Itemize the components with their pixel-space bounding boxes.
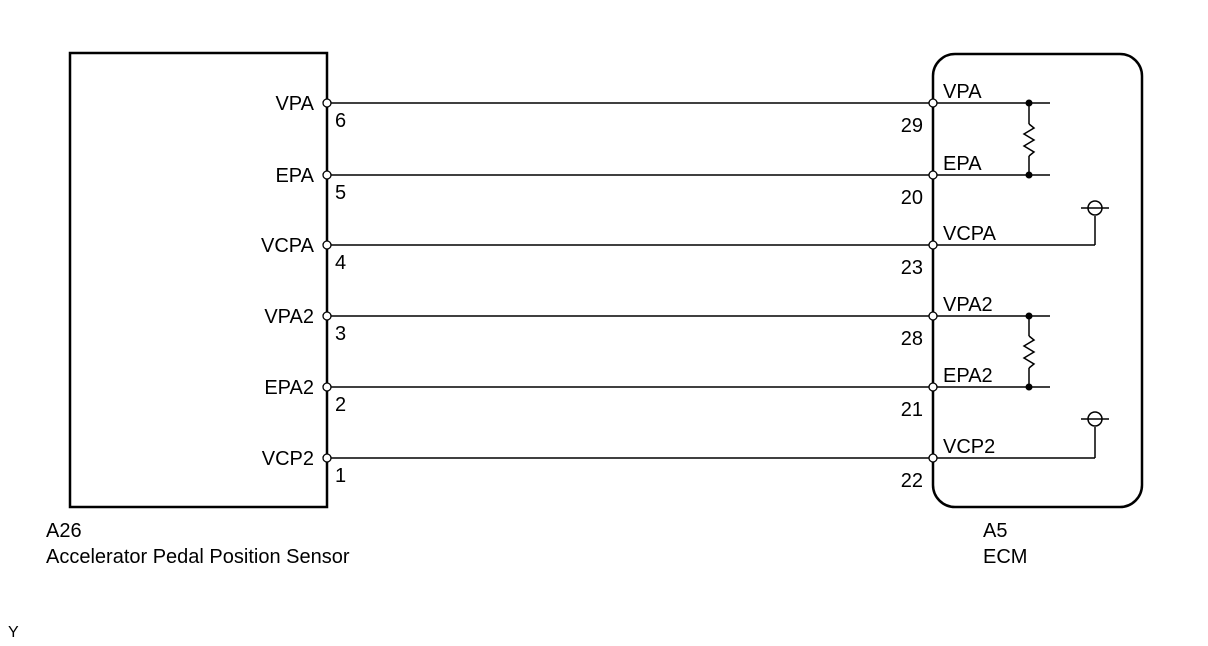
sensor-terminal-circle — [322, 311, 332, 321]
ecm-terminal-label: EPA2 — [943, 365, 993, 387]
ecm-pin-number: 21 — [901, 399, 923, 421]
sensor-pin-number: 3 — [335, 323, 346, 345]
sensor-terminal-label: VCPA — [261, 235, 315, 257]
sensor-terminal-circle — [322, 453, 332, 463]
ecm-terminal-circle — [928, 311, 938, 321]
ecm-pin-number: 28 — [901, 328, 923, 350]
sensor-terminal-label: EPA — [275, 165, 314, 187]
sensor-terminal-label: VCP2 — [262, 448, 314, 470]
ecm-terminal-label: VPA2 — [943, 294, 993, 316]
sensor-pin-number: 5 — [335, 182, 346, 204]
resistor-vpa-epa — [1022, 103, 1036, 175]
ecm-terminal-label: VCPA — [943, 223, 997, 245]
sensor-terminal-circle — [322, 382, 332, 392]
power-source-vcpa — [1081, 200, 1109, 245]
ecm-terminal-label: VPA — [943, 81, 982, 103]
wires-group: VPA 6 29 VPA EPA 5 20 EPA VCPA 4 23 VCPA VPA2 3 28 VPA2… — [261, 81, 1095, 492]
ecm-name-label: ECM — [983, 546, 1028, 568]
sensor-terminal-circle — [322, 170, 332, 180]
ecm-terminal-circle — [928, 453, 938, 463]
sensor-pin-number: 2 — [335, 394, 346, 416]
sensor-terminal-label: VPA2 — [264, 306, 314, 328]
ecm-terminal-circle — [928, 170, 938, 180]
ecm-terminal-label: EPA — [943, 153, 982, 175]
ecm-pin-number: 29 — [901, 115, 923, 137]
junction-dot — [1025, 171, 1033, 179]
power-source-vcp2 — [1081, 411, 1109, 458]
junction-dot — [1025, 312, 1033, 320]
ecm-pin-number: 20 — [901, 187, 923, 209]
ecm-connector-label: A5 — [983, 520, 1008, 542]
sensor-name-label: Accelerator Pedal Position Sensor — [46, 546, 350, 568]
ecm-box — [931, 52, 1144, 509]
sensor-terminal-label: VPA — [275, 93, 314, 115]
ecm-terminal-circle — [928, 240, 938, 250]
junction-dot — [1025, 383, 1033, 391]
ecm-pin-number: 22 — [901, 470, 923, 492]
corner-mark: Y — [8, 624, 19, 641]
ecm-pin-number: 23 — [901, 257, 923, 279]
sensor-terminal-label: EPA2 — [264, 377, 314, 399]
ecm-terminal-label: VCP2 — [943, 436, 995, 458]
sensor-pin-number: 1 — [335, 465, 346, 487]
sensor-box — [68, 51, 329, 509]
sensor-connector-label: A26 — [46, 520, 82, 542]
resistor-vpa2-epa2 — [1022, 316, 1036, 387]
sensor-pin-number: 6 — [335, 110, 346, 132]
ecm-terminal-circle — [928, 98, 938, 108]
junction-dot — [1025, 99, 1033, 107]
sensor-terminal-circle — [322, 240, 332, 250]
ecm-terminal-circle — [928, 382, 938, 392]
sensor-pin-number: 4 — [335, 252, 346, 274]
sensor-terminal-circle — [322, 98, 332, 108]
